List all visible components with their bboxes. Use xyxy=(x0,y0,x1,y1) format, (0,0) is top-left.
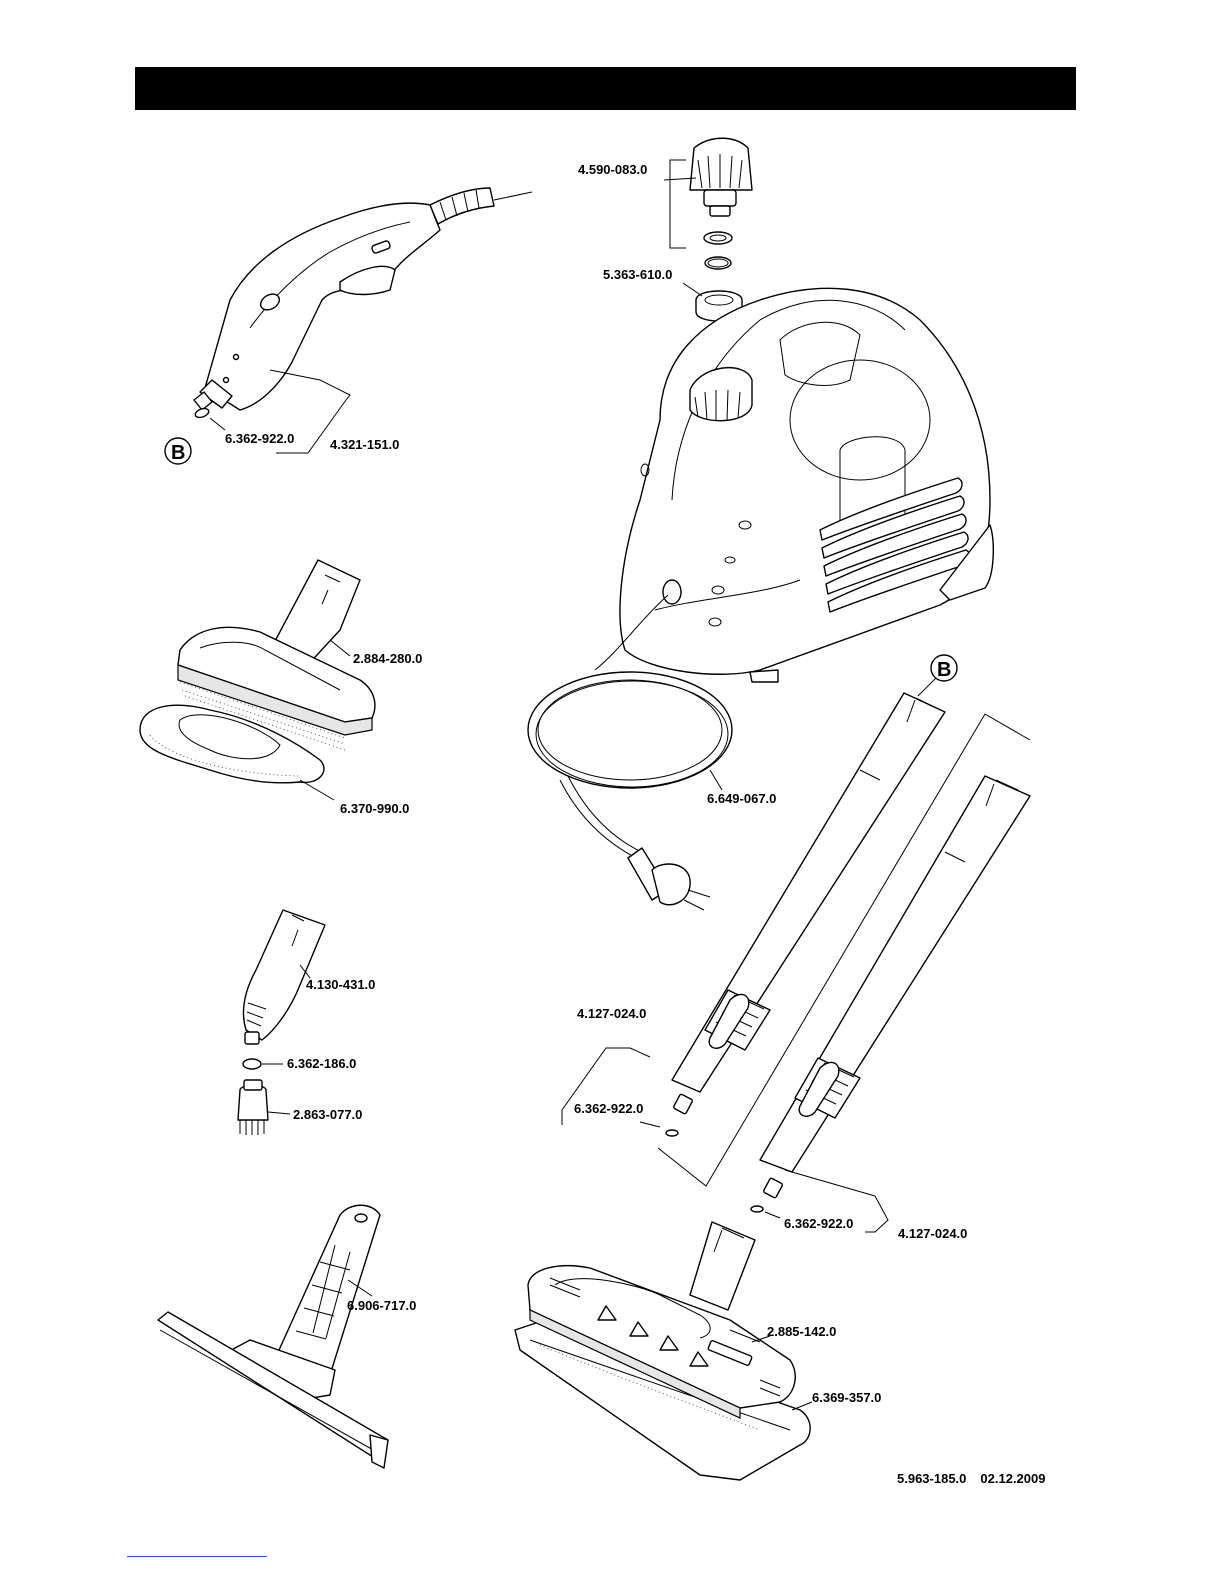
label-steam-gun: 4.321-151.0 xyxy=(330,437,399,452)
detail-nozzle-drawing xyxy=(238,910,325,1135)
label-round-brush: 2.863-077.0 xyxy=(293,1107,362,1122)
label-terry-cover: 6.370-990.0 xyxy=(340,801,409,816)
label-floor-brush-small: 2.884-280.0 xyxy=(353,651,422,666)
label-nozzle-oring: 6.362-186.0 xyxy=(287,1056,356,1071)
label-tube-left-oring: 6.362-922.0 xyxy=(574,1101,643,1116)
label-tube-right-oring: 6.362-922.0 xyxy=(784,1216,853,1231)
doc-number: 5.963-185.0 xyxy=(897,1471,966,1486)
label-detail-nozzle: 4.130-431.0 xyxy=(306,977,375,992)
window-nozzle-drawing xyxy=(158,1205,388,1468)
floor-nozzle-drawing xyxy=(515,1222,810,1480)
label-gun-oring: 6.362-922.0 xyxy=(225,431,294,446)
label-floor-nozzle: 2.885-142.0 xyxy=(767,1324,836,1339)
cap-bracket xyxy=(670,160,686,248)
footer: 5.963-185.0 02.12.2009 xyxy=(897,1471,1045,1486)
tube-right-bracket xyxy=(865,1196,888,1232)
label-cap: 4.590-083.0 xyxy=(578,162,647,177)
label-floor-cloth: 6.369-357.0 xyxy=(812,1390,881,1405)
steam-cleaner-body xyxy=(620,288,993,682)
tube-left-bracket xyxy=(658,714,1030,1186)
label-tube-left: 4.127-024.0 xyxy=(577,1006,646,1021)
label-tube-right: 4.127-024.0 xyxy=(898,1226,967,1241)
extension-tube-right xyxy=(751,776,1030,1212)
callout-b-right: B xyxy=(937,659,951,681)
label-seal-ring: 5.363-610.0 xyxy=(603,267,672,282)
label-window-nozzle: 6.906-717.0 xyxy=(347,1298,416,1313)
label-power-cord: 6.649-067.0 xyxy=(707,791,776,806)
bottom-link-line xyxy=(127,1556,267,1557)
doc-date: 02.12.2009 xyxy=(980,1471,1045,1486)
steam-gun-drawing xyxy=(194,188,532,419)
callout-b-left: B xyxy=(171,442,185,464)
